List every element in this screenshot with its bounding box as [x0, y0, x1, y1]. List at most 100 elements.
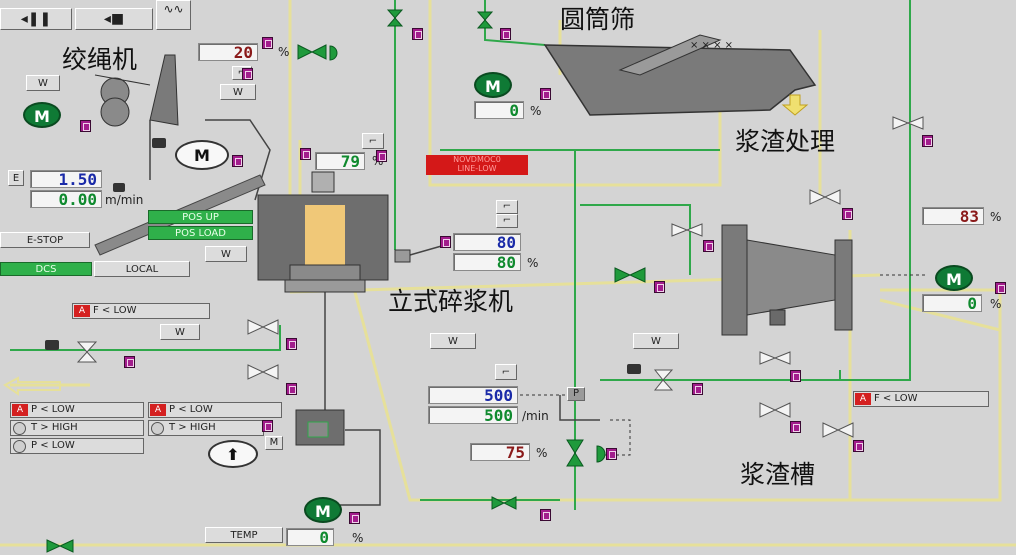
consistency-setpoint[interactable]: 80 — [453, 233, 521, 252]
tag-icon[interactable] — [349, 512, 360, 524]
tag-icon[interactable] — [124, 356, 135, 368]
tag-icon[interactable] — [842, 208, 853, 220]
label-vertical-pulper: 立式碎浆机 — [388, 287, 514, 316]
jog-button[interactable]: ⌐ — [496, 200, 518, 214]
tag-icon[interactable] — [995, 282, 1006, 294]
tag-icon[interactable] — [500, 28, 511, 40]
screen-motor[interactable]: M — [474, 72, 512, 98]
jog-button[interactable]: ⌐ — [495, 364, 517, 380]
tag-icon[interactable] — [232, 155, 243, 167]
pulper-level: 79 — [315, 152, 365, 171]
pulper-drive — [295, 409, 345, 446]
tag-icon[interactable] — [300, 148, 311, 160]
dcs-button[interactable]: DCS — [0, 262, 92, 276]
alarm-text: P < LOW — [169, 404, 213, 415]
jog-button[interactable]: ⌐ — [362, 133, 384, 149]
label-drum-screen: 圆筒筛 — [560, 5, 636, 34]
alarm-p-low-2: P < LOW — [10, 438, 144, 454]
tag-icon[interactable] — [606, 448, 617, 460]
lock-icon — [627, 364, 641, 374]
alarm-text: F < LOW — [93, 305, 137, 316]
alarm-text: F < LOW — [874, 393, 918, 404]
lock-icon — [152, 138, 166, 148]
alarm-a-icon: A — [855, 393, 871, 405]
tag-icon[interactable] — [790, 421, 801, 433]
alarm-text: P < LOW — [31, 440, 75, 451]
svg-text:⨯ ⨯ ⨯ ⨯: ⨯ ⨯ ⨯ ⨯ — [690, 40, 733, 51]
unit-pct: % — [990, 297, 1002, 311]
w-button[interactable]: W — [205, 246, 247, 262]
local-button[interactable]: LOCAL — [94, 261, 190, 277]
unit-pct: % — [278, 45, 290, 59]
p-indicator: P — [567, 387, 585, 401]
w-button[interactable]: W — [430, 333, 476, 349]
alarm-off-icon — [13, 440, 26, 453]
tag-icon[interactable] — [540, 509, 551, 521]
speed-setpoint[interactable]: 1.50 — [30, 170, 102, 189]
tag-icon[interactable] — [262, 37, 273, 49]
tag-icon[interactable] — [286, 338, 297, 350]
tag-icon[interactable] — [242, 68, 253, 80]
twister-machine — [94, 54, 179, 127]
alarm-a-icon: A — [74, 305, 90, 317]
pos-load-button[interactable]: POS LOAD — [148, 226, 253, 240]
alarm-text: T > HIGH — [31, 422, 78, 433]
tag-icon[interactable] — [540, 88, 551, 100]
stop-button[interactable]: ◂■ — [75, 8, 153, 30]
red-alarm-line1: NOVDMOC0 — [453, 155, 501, 164]
w-button[interactable]: W — [160, 324, 200, 340]
tag-icon[interactable] — [286, 383, 297, 395]
label-twister: 绞绳机 — [62, 45, 138, 74]
alarm-off-icon — [13, 422, 26, 435]
w-button[interactable]: W — [220, 84, 256, 100]
screen-motor-pct: 0 — [474, 101, 524, 120]
estop-button[interactable]: E-STOP — [0, 232, 90, 248]
tag-icon[interactable] — [80, 120, 91, 132]
tag-icon[interactable] — [692, 383, 703, 395]
pulper-tank — [257, 171, 411, 293]
bottom-motor-pct: 0 — [286, 528, 334, 547]
unit-pct: % — [990, 210, 1002, 224]
tag-icon[interactable] — [790, 370, 801, 382]
pos-up-button[interactable]: POS UP — [148, 210, 253, 224]
temp-button[interactable]: TEMP — [205, 527, 283, 543]
tag-icon[interactable] — [376, 150, 387, 162]
tag-icon[interactable] — [440, 236, 451, 248]
red-alarm-indicator: NOVDMOC0 LINE-LOW — [426, 155, 528, 175]
tag-icon[interactable] — [262, 420, 273, 432]
alarm-a-icon: A — [12, 404, 28, 416]
detrasher-pct: 83 — [922, 207, 984, 226]
right-motor[interactable]: M — [935, 265, 973, 291]
tag-icon[interactable] — [412, 28, 423, 40]
rpm-setpoint[interactable]: 500 — [428, 386, 518, 405]
bottom-motor[interactable]: M — [304, 497, 342, 523]
speed-actual: 0.00 — [30, 190, 102, 209]
up-arrow-icon[interactable]: ⬆ — [208, 440, 258, 468]
jog-button[interactable]: ⌐ — [496, 214, 518, 228]
w-button[interactable]: W — [633, 333, 679, 349]
tag-icon[interactable] — [922, 135, 933, 147]
label-reject-treatment: 浆渣处理 — [735, 127, 836, 156]
alarm-t-high-2: T > HIGH — [148, 420, 264, 436]
coil-button[interactable]: ∿∿ — [156, 0, 191, 30]
tag-icon[interactable] — [654, 281, 665, 293]
play-pause-button[interactable]: ◂❚❚ — [0, 8, 72, 30]
manual-button[interactable]: M — [265, 436, 283, 450]
unit-pct: % — [352, 531, 364, 545]
conveyor-motor[interactable]: M — [175, 140, 229, 170]
drum-screen: ⨯ ⨯ ⨯ ⨯ — [543, 34, 817, 116]
e-button[interactable]: E — [8, 170, 24, 186]
twister-motor[interactable]: M — [23, 102, 61, 128]
unit-pct: % — [536, 446, 548, 460]
unit-per-min: /min — [522, 409, 549, 423]
lock-icon — [113, 183, 125, 192]
tag-icon[interactable] — [703, 240, 714, 252]
tag-icon[interactable] — [853, 440, 864, 452]
w-button[interactable]: W — [26, 75, 60, 91]
